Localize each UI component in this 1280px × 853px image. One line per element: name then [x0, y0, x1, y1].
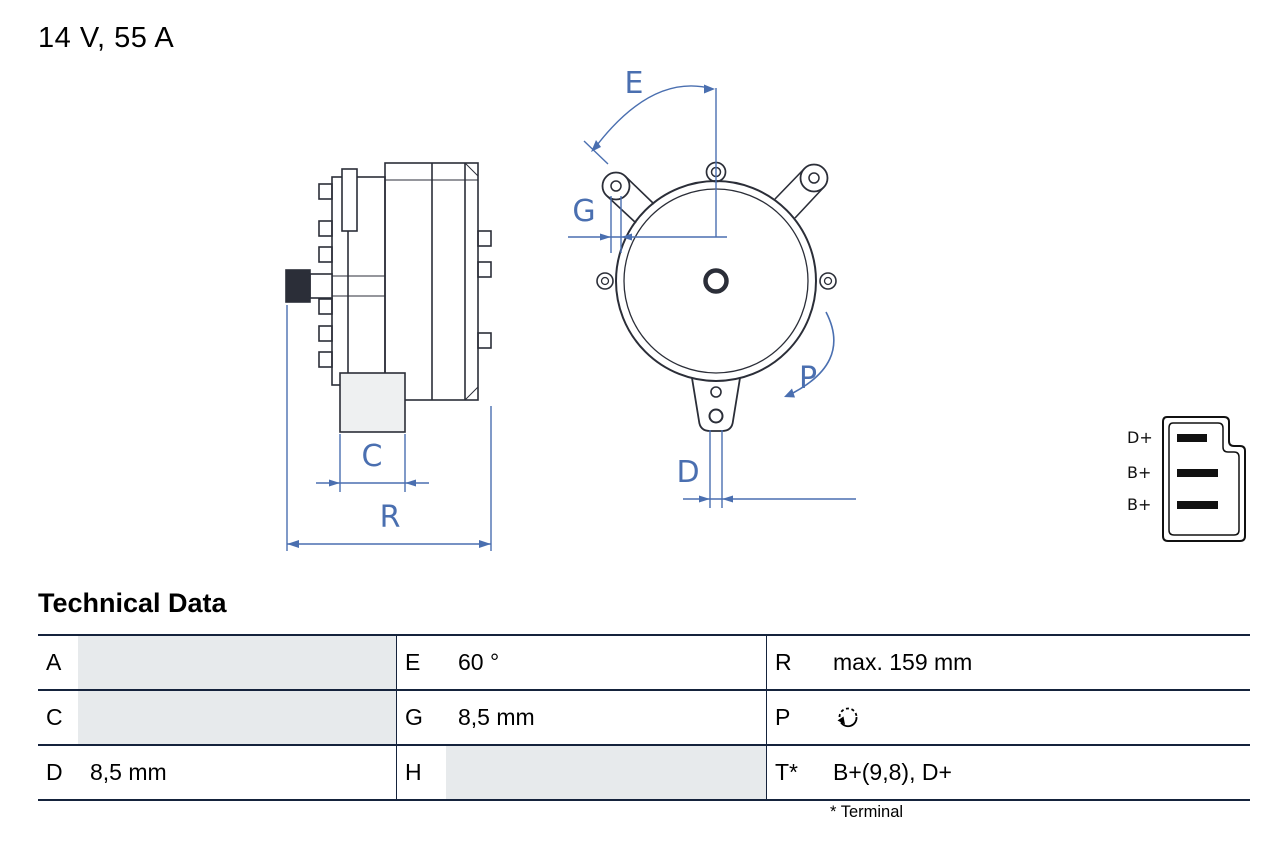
dimension-c — [316, 434, 429, 492]
dim-label-r: R — [380, 500, 401, 535]
spec-value-p — [821, 691, 1250, 744]
terminal-blade — [1177, 469, 1218, 477]
spec-label-d: D — [46, 759, 63, 785]
table-row: C G 8,5 mm P — [38, 691, 1250, 746]
table-row: D 8,5 mm H T* B+(9,8), D+ — [38, 746, 1250, 801]
technical-data-heading: Technical Data — [38, 588, 227, 618]
dimension-e — [583, 84, 717, 237]
dim-label-e: E — [625, 66, 644, 101]
spec-label-c: C — [46, 704, 63, 730]
spec-label-r: R — [766, 636, 821, 689]
spec-value-g: 8,5 mm — [458, 704, 535, 730]
terminal-blade — [1177, 501, 1218, 509]
rotation-direction-icon — [837, 707, 858, 728]
dimension-g — [568, 196, 727, 253]
pin-label: B+ — [1127, 495, 1151, 514]
spec-value-r: max. 159 mm — [833, 649, 973, 675]
dimension-d — [683, 430, 856, 508]
page-title: 14 V, 55 A — [38, 22, 175, 54]
technical-data-table: A E 60 ° R max. 159 mm C G 8,5 mm P D 8,… — [38, 634, 1250, 801]
spec-label-g: G — [396, 691, 446, 744]
dimension-r — [286, 305, 492, 551]
pin-label: D+ — [1127, 428, 1153, 447]
spec-value-e: 60 ° — [458, 649, 500, 675]
spec-label-p: P — [766, 691, 821, 744]
technical-drawing: C R — [285, 66, 1246, 551]
terminal-connector-diagram — [1162, 416, 1246, 542]
spec-value-a — [78, 636, 396, 689]
spec-label-e: E — [396, 636, 446, 689]
spec-value-d: 8,5 mm — [90, 759, 167, 785]
terminal-blade — [1177, 434, 1207, 442]
spec-label-t: T* — [766, 746, 821, 799]
terminal-footnote: * Terminal — [830, 803, 904, 821]
dimension-p — [784, 311, 835, 398]
spec-value-h — [446, 746, 766, 799]
dim-label-d: D — [676, 455, 699, 490]
alternator-side-view — [285, 162, 492, 433]
spec-value-t: B+(9,8), D+ — [833, 759, 952, 785]
dim-label-p: P — [799, 361, 817, 396]
spec-value-c — [78, 691, 396, 744]
dim-label-g: G — [572, 194, 595, 229]
table-row: A E 60 ° R max. 159 mm — [38, 636, 1250, 691]
dim-label-c: C — [362, 439, 383, 474]
spec-label-a: A — [46, 649, 62, 675]
spec-label-h: H — [396, 746, 446, 799]
pin-label: B+ — [1127, 463, 1151, 482]
